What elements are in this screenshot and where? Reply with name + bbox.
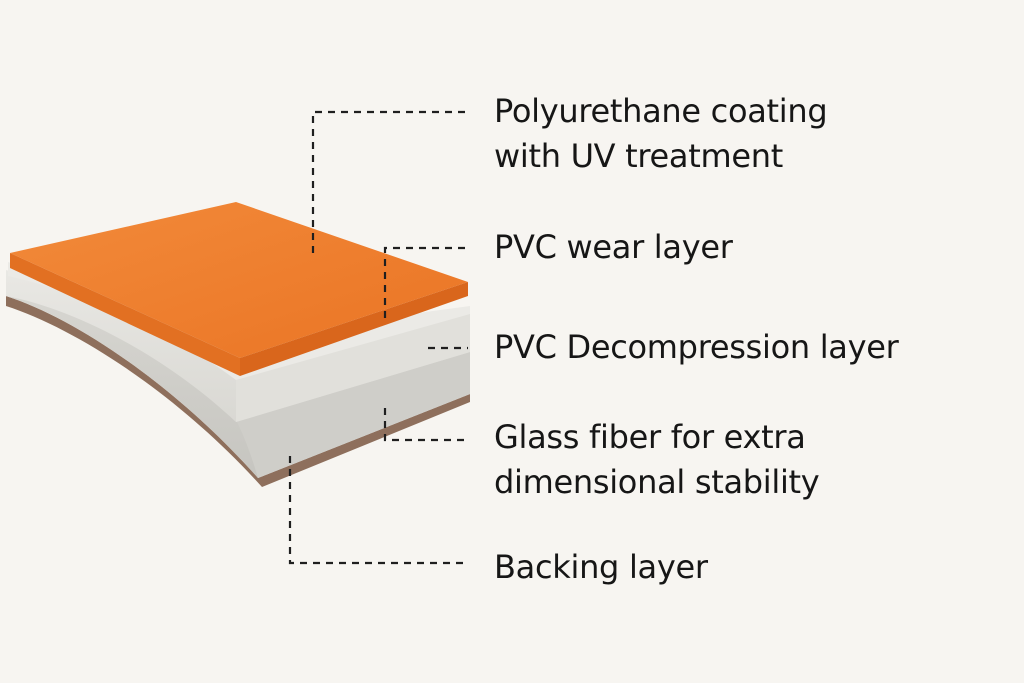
leader-line-wear [383,246,468,318]
coating-layer-right-edge [240,282,468,376]
label-pvc-decompression-layer: PVC Decompression layer [494,328,899,366]
leader-line-coating [311,110,468,253]
leader-line-glass-fiber [383,408,468,442]
leader-line-backing [288,456,468,565]
coating-layer-top [10,202,468,358]
decompression-layer-edge [236,312,470,422]
glass-fiber-layer-edge [236,352,470,478]
label-polyurethane-coating: Polyurethane coating with UV treatment [494,92,828,175]
label-pvc-wear-layer: PVC wear layer [494,228,733,266]
coating-layer-left-edge [10,253,240,376]
label-backing-layer: Backing layer [494,548,708,586]
label-glass-fiber: Glass fiber for extra dimensional stabil… [494,418,820,501]
